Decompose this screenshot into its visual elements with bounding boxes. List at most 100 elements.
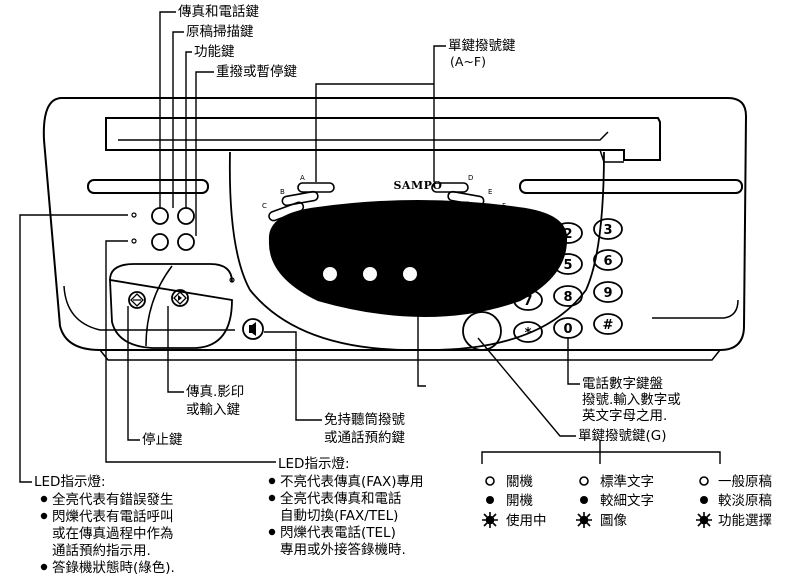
on-state-icon [580, 496, 588, 504]
one-touch-key-c[interactable] [268, 201, 305, 222]
leader-legend-bracket [481, 440, 721, 464]
keypad-key-2[interactable] [553, 222, 583, 244]
display-dot-2 [363, 267, 377, 281]
function-key-cluster [151, 207, 195, 251]
keypad-key-star[interactable] [513, 321, 543, 343]
callout-function-key: 功能鍵 [194, 44, 235, 60]
keypad-label-9: 9 [603, 286, 612, 301]
led-left-item-3: 或在傳真過程中作為 [52, 526, 174, 542]
start-stop-divider [145, 265, 173, 347]
led-indicator-panel [229, 277, 235, 283]
legend-power-on: 開機 [506, 493, 534, 509]
central-panel [228, 151, 605, 351]
leader-one-touch-g [477, 337, 576, 437]
one-touch-key-f[interactable] [461, 201, 498, 222]
callout-one-touch-title: 單鍵撥號鍵 [448, 38, 516, 54]
callout-keypad-line1: 電話數字鍵盤 [582, 375, 663, 392]
keypad-key-hash[interactable] [593, 313, 623, 335]
left-panel-outline [109, 278, 233, 349]
leader-display [417, 302, 426, 387]
scan-key[interactable] [177, 207, 195, 225]
led-middle-item-4: 閃爍代表電話(TEL) [280, 524, 396, 541]
callout-keypad-line2: 撥號.輸入數字或 [582, 392, 681, 408]
bullet-icon [40, 512, 48, 520]
keypad-key-1[interactable] [513, 226, 543, 248]
housing-inner-line [63, 285, 235, 331]
callout-one-touch-g: 單鍵撥號鍵(G) [578, 428, 667, 444]
legend-resolution-blink: 圖像 [600, 513, 628, 529]
bullet-icon [40, 495, 48, 503]
brand-logo: SAMPO [393, 179, 442, 192]
leader-lines [19, 11, 721, 483]
housing-inner-line-right [652, 299, 739, 319]
keypad-label-6: 6 [603, 254, 612, 269]
display-dot-1 [323, 267, 337, 281]
led-indicator-upper [131, 212, 137, 218]
led-indicator-lower [131, 238, 137, 244]
document-tray [105, 117, 661, 161]
bullet-icon [268, 477, 276, 485]
left-panel-arc [109, 263, 233, 283]
one-touch-letter-f: F [502, 202, 506, 210]
led-middle-block: LED指示燈: 不亮代表傳真(FAX)專用 全亮代表傳真和電話 自動切換(FAX… [268, 456, 424, 558]
legend-contrast: 一般原稿 較淡原稿 功能選擇 [696, 474, 772, 529]
display-panel [268, 200, 568, 317]
keypad-key-3[interactable] [593, 218, 623, 240]
callout-stop-key: 停止鍵 [142, 431, 183, 448]
off-state-icon [699, 476, 709, 486]
leader-redial [195, 71, 214, 236]
legend-resolution-off: 標準文字 [600, 474, 654, 490]
fax-phone-key[interactable] [151, 207, 169, 225]
keypad-key-5[interactable] [553, 253, 583, 275]
one-touch-key-a[interactable] [297, 182, 335, 193]
one-touch-letter-a: A [300, 174, 305, 182]
led-left-title: LED指示燈: [34, 474, 106, 490]
leader-led-left [19, 214, 128, 483]
led-left-item-5: 答錄機狀態時(綠色). [52, 559, 175, 576]
start-key-ring[interactable] [171, 289, 189, 307]
stop-key-ring[interactable] [128, 291, 146, 309]
device-body [42, 97, 748, 361]
callout-one-touch-range: (A~F) [450, 54, 486, 69]
keypad-key-9[interactable] [593, 281, 623, 303]
speaker-icon [249, 322, 256, 336]
callout-fax-phone-key: 傳真和電話鍵 [178, 3, 259, 20]
keypad-key-4[interactable] [513, 257, 543, 279]
stop-key[interactable] [128, 291, 146, 309]
legend-resolution-on: 較細文字 [600, 493, 654, 509]
one-touch-letter-b: B [280, 188, 285, 196]
one-touch-key-g[interactable] [462, 311, 502, 351]
led-middle-item-5: 專用或外接答錄機時. [280, 541, 406, 558]
keypad-key-8[interactable] [553, 285, 583, 307]
bullet-icon [40, 563, 48, 571]
callout-speaker-line1: 免持聽筒撥號 [324, 411, 405, 428]
legend-power-off: 關機 [506, 474, 534, 490]
legend-power-blink: 使用中 [506, 512, 547, 529]
led-dots [131, 212, 235, 283]
leader-stop [127, 306, 140, 441]
led-left-item-1: 全亮代表有錯誤發生 [52, 491, 174, 508]
callout-fax-copy-line1: 傳真.影印 [186, 384, 244, 400]
leader-speaker [264, 331, 322, 421]
keypad-label-5: 5 [563, 258, 572, 273]
keypad-label-8: 8 [563, 290, 572, 305]
housing-bottom-lip [98, 349, 722, 361]
leader-fax-phone [159, 11, 176, 208]
start-key[interactable] [171, 289, 189, 307]
keypad-key-6[interactable] [593, 249, 623, 271]
function-key[interactable] [151, 233, 169, 251]
redial-pause-key[interactable] [177, 233, 195, 251]
state-legends: 關機 開機 使用中 標準文字 較細文字 圖像 一般原稿 較淡原稿 [482, 474, 772, 529]
speaker-key[interactable] [242, 318, 264, 340]
display-dot-3 [403, 267, 417, 281]
keypad-label-0: 0 [563, 322, 572, 337]
callout-scan-key: 原稿掃描鍵 [186, 23, 254, 40]
keypad-label-1: 1 [523, 231, 532, 246]
keypad-key-7[interactable] [513, 289, 543, 311]
one-touch-key-b[interactable] [281, 190, 319, 207]
start-arrow-icon [178, 295, 182, 301]
one-touch-letter-d: D [468, 174, 473, 182]
keypad-label-7: 7 [523, 294, 532, 309]
keypad [513, 218, 623, 343]
